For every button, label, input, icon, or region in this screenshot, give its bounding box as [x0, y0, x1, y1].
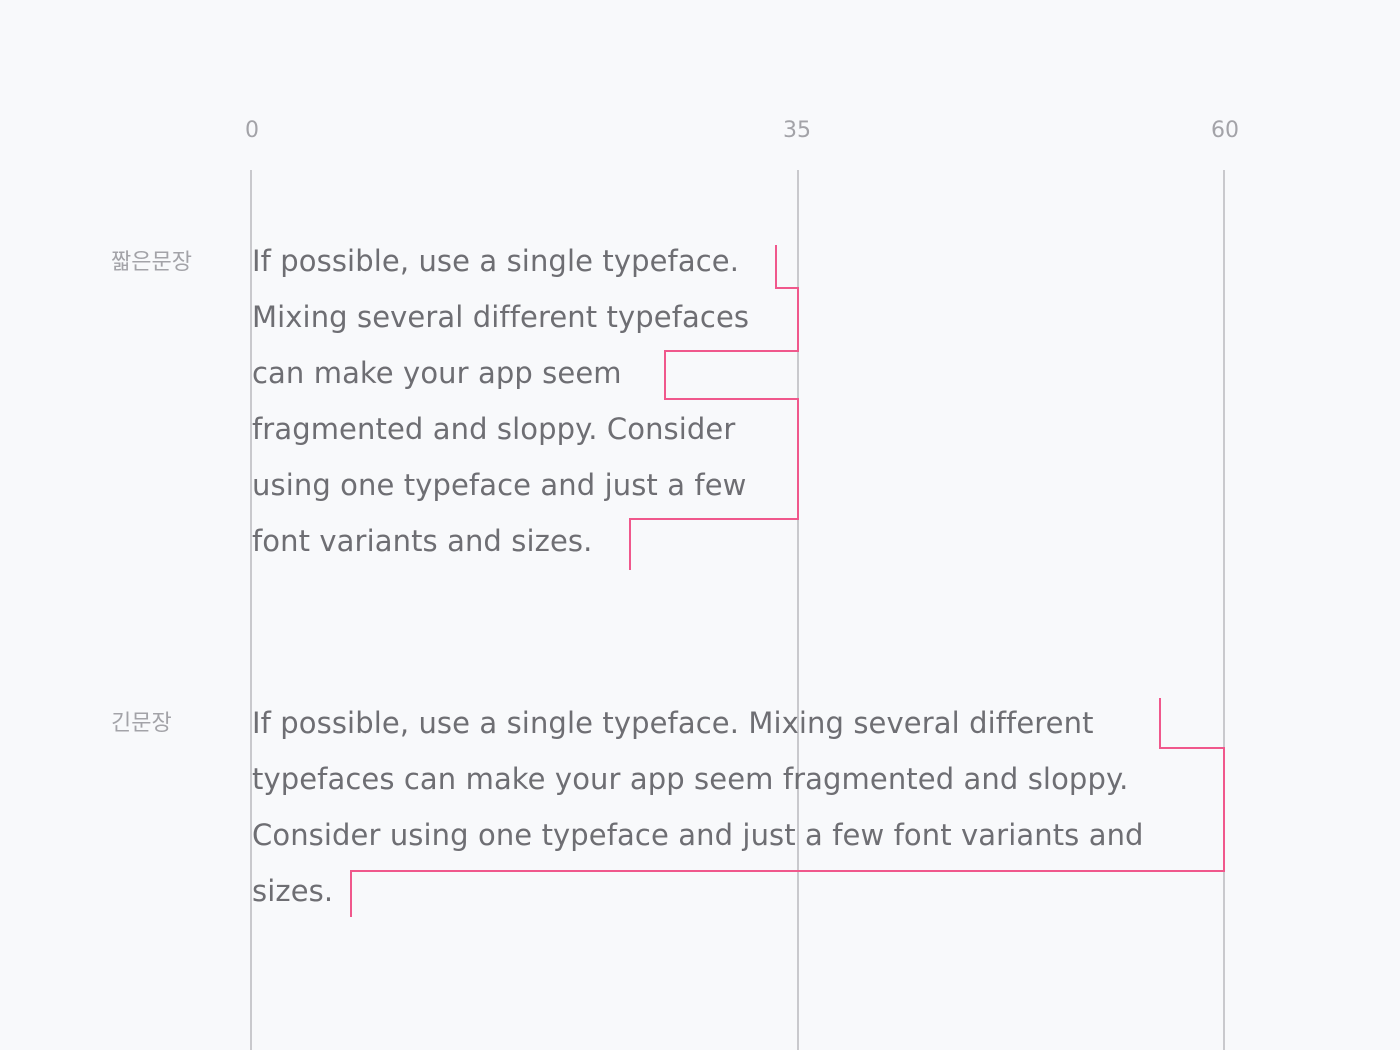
ruler-tick-35: 35 [783, 118, 811, 143]
short-block-label: 짧은문장 [111, 250, 192, 275]
long-text-line: sizes. [252, 874, 334, 908]
short-text-line: Mixing several different typefaces [252, 300, 750, 334]
short-text-block: If possible, use a single typeface. Mixi… [252, 233, 749, 569]
ruler-tick-0: 0 [245, 118, 259, 143]
long-text-block: If possible, use a single typeface. Mixi… [252, 695, 1144, 919]
short-text-line: If possible, use a single typeface. [252, 244, 740, 278]
long-block-label: 긴문장 [111, 711, 172, 736]
short-text-line: can make your app seem [252, 356, 622, 390]
ruler-line-35 [797, 170, 799, 1050]
long-text-line: Consider using one typeface and just a f… [252, 818, 1144, 852]
long-text-line: If possible, use a single typeface. Mixi… [252, 706, 1094, 740]
ruler-line-0 [250, 170, 252, 1050]
long-text-line: typefaces can make your app seem fragmen… [252, 762, 1129, 796]
short-text-line: font variants and sizes. [252, 524, 593, 558]
short-text-line: using one typeface and just a few [252, 468, 747, 502]
short-text-line: fragmented and sloppy. Consider [252, 412, 736, 446]
ruler-line-60 [1223, 170, 1225, 1050]
ruler-tick-60: 60 [1211, 118, 1239, 143]
